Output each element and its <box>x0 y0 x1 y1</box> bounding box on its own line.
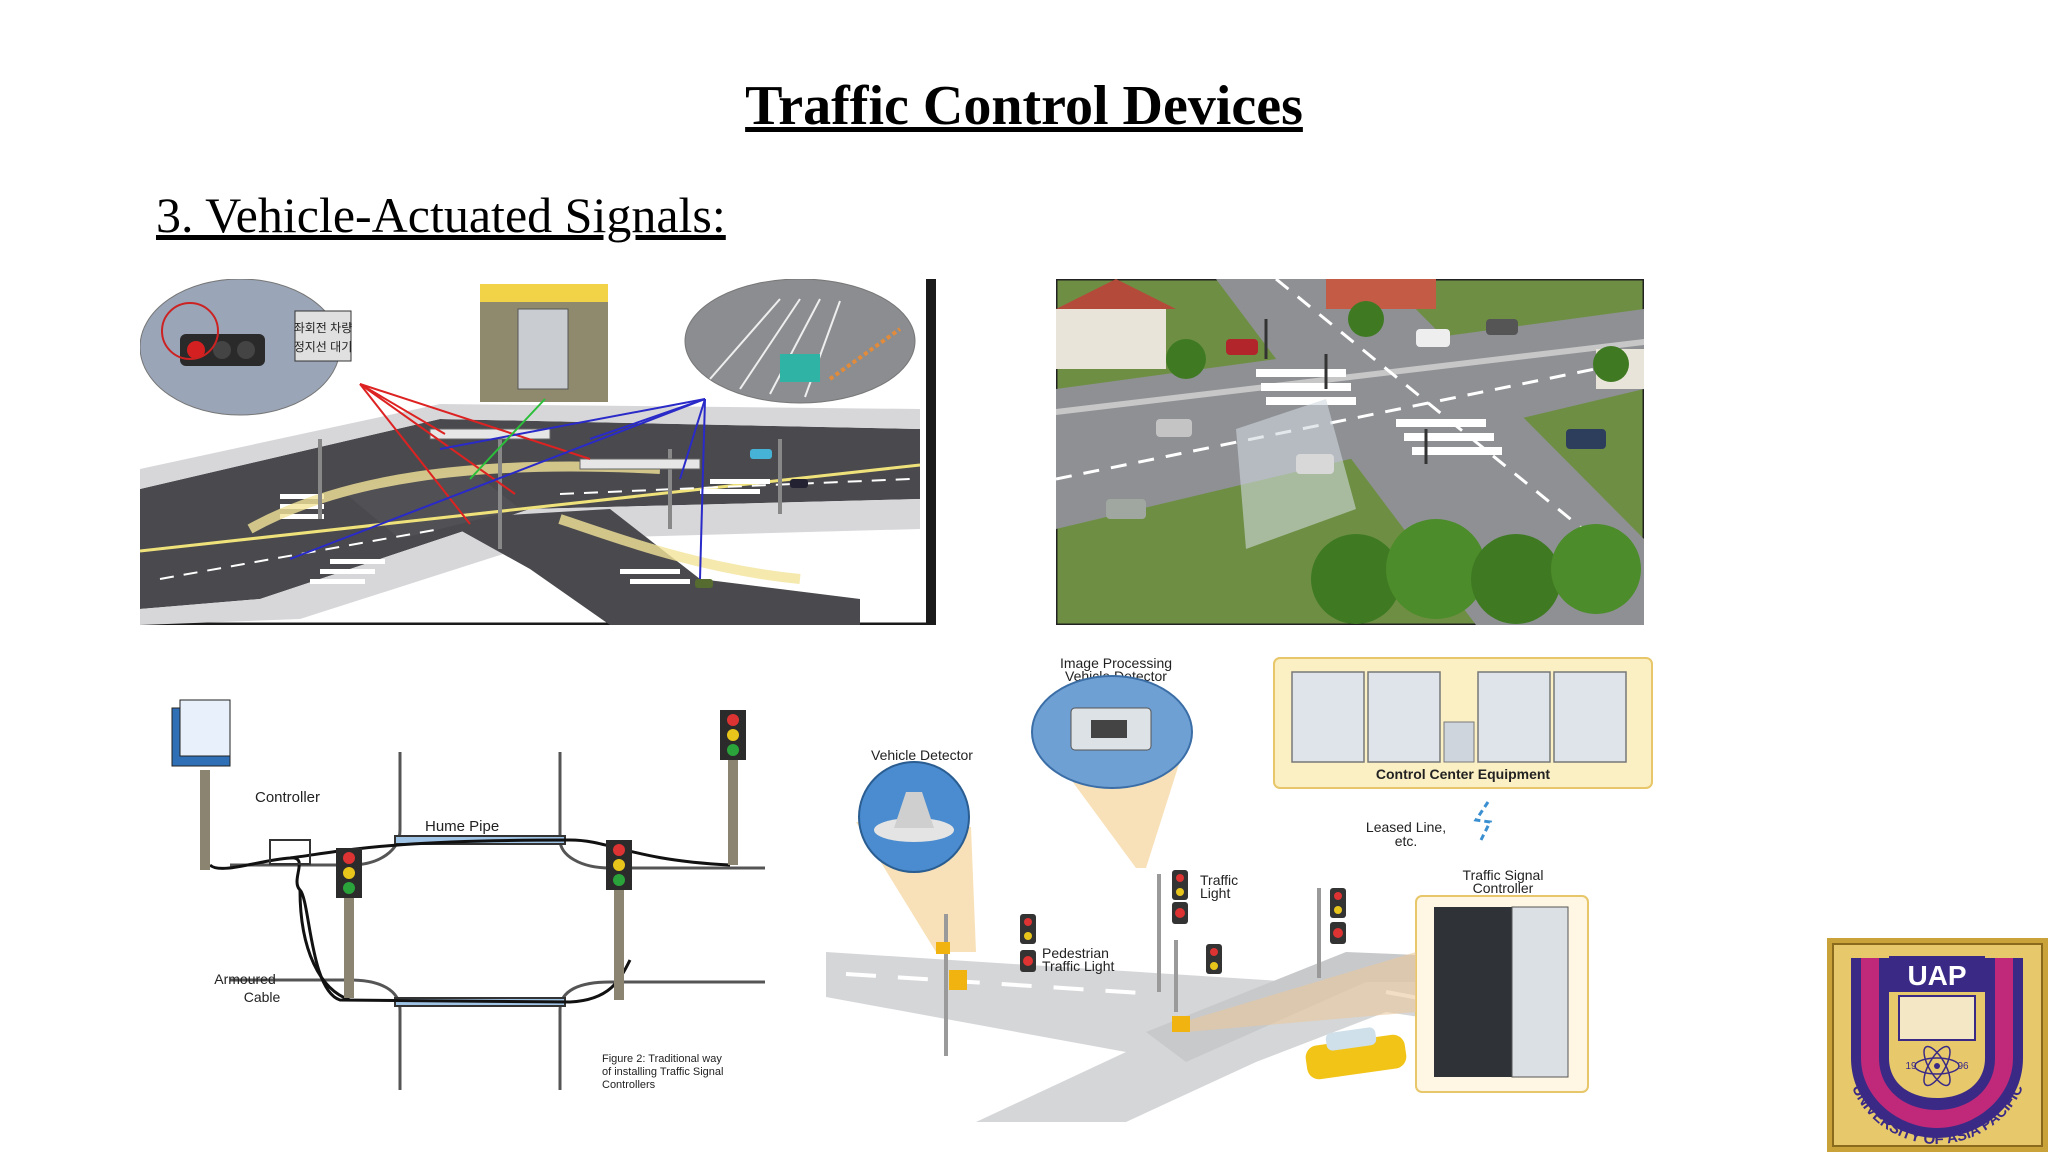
intersection-schematic-figure: 좌회전 차량 정지선 대기 <box>140 279 940 625</box>
controller-label: Controller <box>255 789 320 806</box>
control-center-label: Control Center Equipment <box>1376 766 1551 782</box>
tsc-label-line1: Traffic Signal <box>1463 867 1544 883</box>
leased-line-label-line2: etc. <box>1395 833 1418 849</box>
caption-line2: of installing Traffic Signal <box>602 1066 723 1078</box>
slide-subtitle: 3. Vehicle-Actuated Signals: <box>156 187 726 243</box>
university-logo: UAP 19 96 UNIVERSITY OF ASIA PACIFIC <box>1827 938 2048 1152</box>
traffic-light-label-line1: Traffic <box>1200 872 1238 888</box>
logo-abbr: UAP <box>1907 960 1966 991</box>
logo-year-left: 19 <box>1905 1061 1917 1072</box>
traditional-installation-figure: Controller Hume Pipe Armoured Cable Figu… <box>150 690 780 1100</box>
caption-line3: Controllers <box>602 1079 656 1091</box>
logo-year-right: 96 <box>1957 1061 1969 1072</box>
slide-title: Traffic Control Devices <box>745 75 1303 137</box>
ped-light-label-line1: Pedestrian <box>1042 945 1109 961</box>
leased-line-label-line1: Leased Line, <box>1366 819 1446 835</box>
sign-text-line1: 좌회전 차량 <box>294 321 353 335</box>
ipvd-label-line1: Image Processing <box>1060 655 1172 671</box>
vehicle-detector-label: Vehicle Detector <box>871 747 973 763</box>
hume-pipe-label: Hume Pipe <box>425 818 499 835</box>
detector-system-figure: Control Center Equipment Leased Line, et… <box>826 652 1656 1122</box>
armoured-label-line2: Cable <box>244 989 281 1005</box>
aerial-intersection-figure <box>1056 279 1644 625</box>
ped-light-label-line2: Traffic Light <box>1042 958 1114 974</box>
caption-line1: Figure 2: Traditional way <box>602 1053 722 1065</box>
sign-text-line2: 정지선 대기 <box>294 340 353 354</box>
tsc-label-line2: Controller <box>1473 880 1534 896</box>
armoured-label-line1: Armoured <box>214 971 275 987</box>
traffic-light-label-line2: Light <box>1200 885 1230 901</box>
